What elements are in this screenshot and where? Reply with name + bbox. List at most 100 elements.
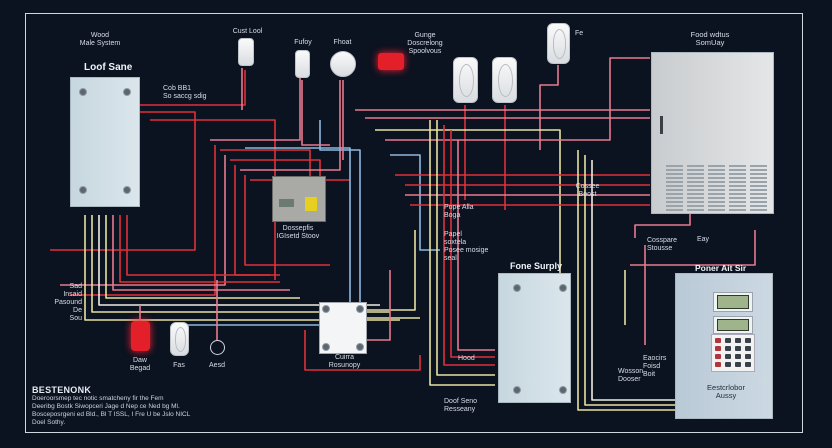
- wire: [150, 119, 276, 280]
- keypad-key[interactable]: [735, 346, 741, 351]
- keypad-key[interactable]: [735, 354, 741, 359]
- wire-label: Sad Insaid Pasound De Sou: [54, 283, 82, 322]
- power-supply[interactable]: [498, 273, 571, 403]
- wire: [126, 215, 270, 276]
- vent-slot: [687, 165, 704, 167]
- keypad-key[interactable]: [715, 338, 721, 343]
- wire: [365, 230, 416, 311]
- load-panel-title: Loof Sane: [84, 62, 133, 73]
- keypad-key[interactable]: [725, 338, 731, 343]
- yellow-relay: [305, 197, 317, 211]
- round-sensor[interactable]: [210, 340, 225, 355]
- vent-slot: [750, 181, 767, 183]
- keypad-key[interactable]: [725, 354, 731, 359]
- control-panel[interactable]: Eestcrlobor Aussy: [675, 273, 773, 419]
- relay-module[interactable]: [319, 302, 367, 354]
- vent-slot: [708, 209, 725, 211]
- vent-slot: [708, 189, 725, 191]
- wire-label: Eaocirs Foisd Boit: [643, 355, 667, 378]
- keypad-key[interactable]: [715, 354, 721, 359]
- wire-label: Pope Alla Boga: [444, 204, 474, 219]
- vent-slot: [750, 185, 767, 187]
- wire: [457, 140, 495, 351]
- wire-label: Papel soxtela Posee mosige seal: [444, 231, 489, 262]
- wire: [60, 155, 226, 286]
- load-panel[interactable]: [70, 77, 140, 207]
- cabinet-handle[interactable]: [660, 116, 663, 134]
- vent-slot: [750, 205, 767, 207]
- vent-slot: [729, 209, 746, 211]
- vent-slot: [708, 165, 725, 167]
- screw: [356, 305, 364, 313]
- vent-slot: [750, 177, 767, 179]
- red-alarm[interactable]: [131, 321, 150, 351]
- vent-slot: [708, 173, 725, 175]
- vent-slot: [708, 197, 725, 199]
- vent-slot: [687, 181, 704, 183]
- keypad-key[interactable]: [745, 338, 751, 343]
- keypad-key[interactable]: [745, 362, 751, 367]
- lcd-display-2: [713, 316, 753, 334]
- power-supply-title: Fone Surply: [510, 261, 563, 271]
- wire: [304, 330, 421, 371]
- wire: [98, 215, 380, 306]
- wire: [112, 215, 290, 291]
- wall-sensor-3[interactable]: [547, 23, 570, 64]
- red-valve[interactable]: [378, 53, 404, 70]
- keypad-key[interactable]: [745, 346, 751, 351]
- doorbell[interactable]: [170, 322, 189, 356]
- wire: [91, 215, 390, 313]
- wire-label: Cosspare Stousse: [647, 237, 677, 252]
- keypad-key[interactable]: [715, 362, 721, 367]
- sensor-1[interactable]: [238, 38, 254, 66]
- screw: [322, 343, 330, 351]
- screw: [559, 386, 567, 394]
- vent-slot: [729, 181, 746, 183]
- keypad-key[interactable]: [725, 362, 731, 367]
- vent-slot: [666, 169, 683, 171]
- wall-sensor-2[interactable]: [492, 57, 517, 103]
- connector: [279, 199, 294, 207]
- screw: [513, 386, 521, 394]
- keypad-key[interactable]: [715, 346, 721, 351]
- vent-slot: [666, 165, 683, 167]
- top-caption: Wood Male System: [79, 32, 121, 47]
- vent-slot: [666, 185, 683, 187]
- wire: [245, 147, 351, 305]
- controller-board[interactable]: [272, 176, 326, 222]
- sensor-2[interactable]: [295, 50, 310, 78]
- vent-slot: [729, 173, 746, 175]
- wire: [429, 120, 495, 386]
- vent-slot: [687, 209, 704, 211]
- legend-line: Bosceposrgeni ed Bld., Bl T ISSL, I Fre …: [32, 411, 191, 418]
- keypad-key[interactable]: [745, 354, 751, 359]
- vent-slot: [729, 189, 746, 191]
- keypad[interactable]: [711, 334, 755, 372]
- wire: [210, 75, 301, 141]
- keypad-key[interactable]: [735, 362, 741, 367]
- sensor-3[interactable]: [330, 51, 356, 77]
- vent-slot: [750, 173, 767, 175]
- wire-label: Wosson Dooser: [618, 368, 644, 383]
- keypad-key[interactable]: [735, 338, 741, 343]
- keypad-key[interactable]: [725, 346, 731, 351]
- wire: [630, 230, 756, 266]
- vent-slot: [708, 177, 725, 179]
- diagram-frame: [25, 13, 803, 433]
- main-cabinet[interactable]: [651, 52, 774, 214]
- screw: [123, 186, 131, 194]
- vent-slot: [750, 209, 767, 211]
- vent-slot: [666, 205, 683, 207]
- vent-slot: [687, 201, 704, 203]
- button-icon: [174, 327, 187, 352]
- legend-line: Deeribg Bostk Siwopceri Jage d Nep ce Ne…: [32, 403, 180, 410]
- sensor-1-label: Cust Lool: [232, 28, 263, 35]
- control-panel-label: Eestcrlobor Aussy: [707, 383, 745, 400]
- power-supply-top-label: Hood: [458, 355, 475, 362]
- vent-slot: [750, 189, 767, 191]
- wall-sensor-1[interactable]: [453, 57, 478, 103]
- load-panel-side-label: Cob BB1 So saccg sdig: [163, 85, 207, 100]
- vent-slot: [687, 177, 704, 179]
- screw: [79, 186, 87, 194]
